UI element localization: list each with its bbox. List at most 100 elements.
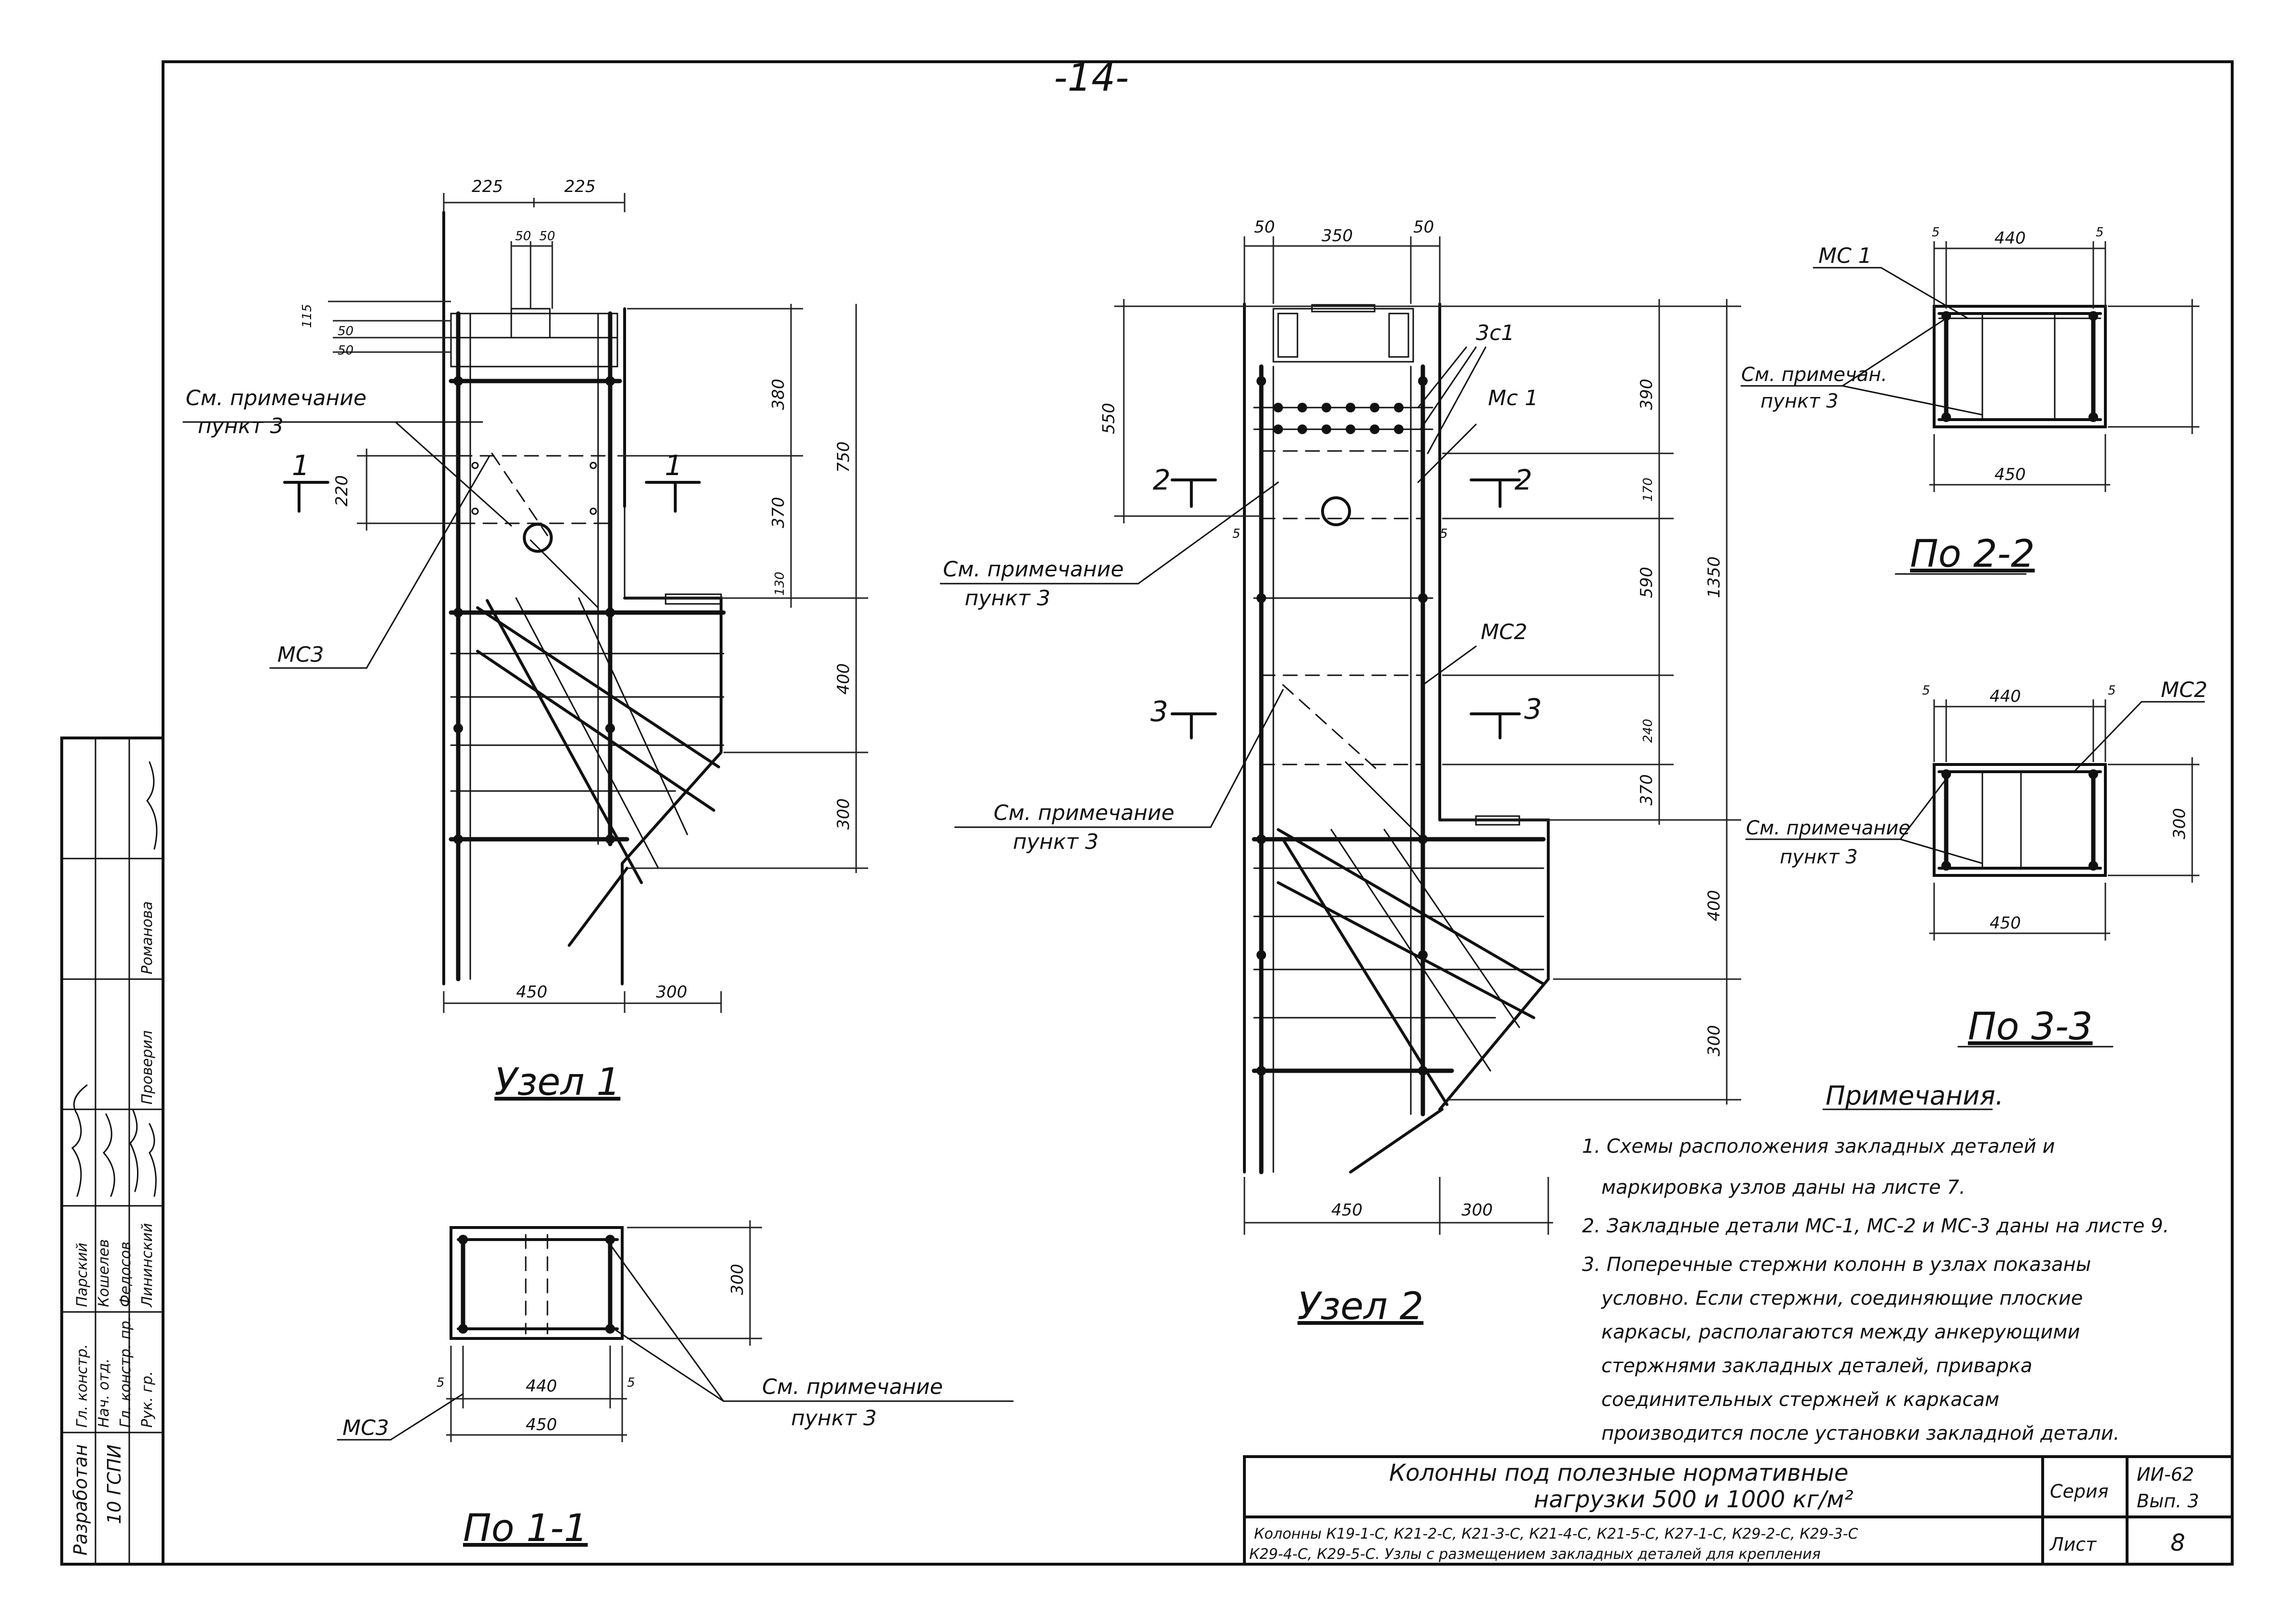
node2-dim-top-50a: 50 [1254, 218, 1275, 237]
node1-dim-left-220: 220 [332, 475, 352, 506]
subtitle-line2: К29-4-С, К29-5-С. Узлы с размещением зак… [1249, 1546, 1821, 1563]
stamp-name-3: Федосов [117, 1242, 134, 1307]
stamp-role-2: Нач. отд. [96, 1358, 112, 1428]
node1-dim-bottom-450: 450 [516, 983, 547, 1002]
note-line-4: 3. Поперечные стержни колонн в узлах пок… [1582, 1254, 2091, 1276]
series-value-2: Вып. 3 [2137, 1490, 2199, 1512]
sec33-dim-5b: 5 [2108, 683, 2116, 698]
node1-mark-mc3: МС3 [277, 642, 324, 667]
node2-drawing [940, 236, 1741, 1235]
node2-note1-line1: См. примечание [943, 557, 1124, 582]
sec11-drawing [337, 1220, 1014, 1442]
node1-note-line2: пункт 3 [198, 414, 284, 438]
sec11-dim-5a: 5 [437, 1376, 445, 1390]
node1-dim-bottom-300: 300 [656, 983, 687, 1002]
node2-dim-bottom-300: 300 [1461, 1201, 1493, 1220]
node2-dim-170: 170 [1641, 478, 1655, 502]
stamp-role-3: Гл. констр. пр. [117, 1316, 134, 1428]
note-line-9: производится после установки закладной д… [1601, 1422, 2119, 1445]
node1-section-mark-left: 1 [292, 449, 310, 482]
node2-section-2-left: 2 [1153, 464, 1171, 496]
sec11-mark-mc3: МС3 [342, 1416, 389, 1440]
note-line-2: маркировка узлов даны на листе 7. [1601, 1176, 1965, 1199]
node1-dim-left-50a: 50 [338, 324, 354, 339]
signature-4 [149, 1123, 157, 1197]
stamp-name-4: Лининский [139, 1223, 156, 1308]
signature-5 [146, 761, 158, 850]
stamp-name-1: Парский [74, 1242, 91, 1307]
sec33-note-line1: См. примечание [1746, 817, 1911, 839]
sec22-note-line2: пункт 3 [1760, 390, 1839, 412]
signature-3 [129, 1108, 139, 1192]
sec22-drawing [1740, 241, 2199, 575]
note-line-5: условно. Если стержни, соединяющие плоск… [1601, 1287, 2083, 1310]
series-value-1: ИИ-62 [2137, 1464, 2194, 1485]
stamp-checked-name: Романова [139, 901, 156, 975]
stamp-org: 10 ГСПИ [104, 1445, 125, 1524]
node2-section-2-right: 2 [1515, 464, 1532, 496]
node1-dim-left-115: 115 [300, 304, 314, 328]
node2-dim-390: 390 [1637, 379, 1656, 410]
note-line-6: каркасы, располагаются между анкерующими [1601, 1321, 2080, 1343]
title-block [1243, 1455, 2234, 1566]
node2-dim-top-350: 350 [1322, 226, 1353, 246]
sec33-drawing [1745, 699, 2205, 1048]
sec33-mark-mc2: МС2 [2161, 678, 2208, 702]
node2-dim-side-5a: 5 [1232, 527, 1241, 541]
sec33-dim-440: 440 [1990, 687, 2021, 706]
sec33-dim-300: 300 [2170, 808, 2189, 839]
notes-heading: Примечания. [1826, 1080, 2004, 1111]
subtitle-line1: Колонны К19-1-С, К21-2-С, К21-3-С, К21-4… [1254, 1526, 1858, 1542]
node1-dim-top-small-1: 50 [515, 229, 531, 244]
node2-note1-line2: пункт 3 [965, 586, 1051, 611]
sec11-dim-450: 450 [526, 1415, 557, 1434]
node2-section-3-right: 3 [1524, 693, 1542, 725]
sec33-title: По 3-3 [1968, 1005, 2093, 1049]
node1-dim-left-50b: 50 [338, 343, 354, 358]
sec11-note-line1: См. примечание [762, 1375, 943, 1399]
sheet-value: 8 [2170, 1529, 2185, 1556]
node2-dim-590: 590 [1637, 567, 1656, 598]
node1-title: Узел 1 [494, 1061, 620, 1104]
node1-dim-300: 300 [834, 798, 853, 830]
stamp-role-4: Рук. гр. [139, 1371, 156, 1428]
sheet-label: Лист [2049, 1534, 2097, 1555]
sec22-dim-5b: 5 [2096, 225, 2104, 240]
sec33-dim-5a: 5 [1922, 683, 1930, 698]
node1-dim-400: 400 [834, 663, 853, 695]
sec11-dim-440: 440 [526, 1377, 557, 1396]
side-stamp [60, 737, 164, 1566]
sec22-note-line1: См. примечан. [1741, 364, 1887, 386]
note-line-1: 1. Схемы расположения закладных деталей … [1582, 1135, 2055, 1158]
node2-note2-line1: См. примечание [994, 801, 1174, 825]
node2-mark-mc1: Мс 1 [1488, 386, 1538, 410]
sec11-note-line2: пункт 3 [791, 1406, 877, 1431]
node2-mark-mc2: МС2 [1481, 620, 1528, 644]
note-line-3: 2. Закладные детали МС-1, МС-2 и МС-3 да… [1582, 1215, 2169, 1237]
title-line2: нагрузки 500 и 1000 кг/м² [1534, 1486, 1853, 1513]
node2-dim-240: 240 [1641, 719, 1655, 743]
page-number: -14- [1054, 56, 1129, 100]
note-line-8: соединительных стержней к каркасам [1601, 1389, 1999, 1411]
sec33-note-line2: пункт 3 [1780, 846, 1858, 868]
node1-dim-top-1: 225 [472, 177, 503, 196]
node2-dim-370: 370 [1637, 774, 1656, 805]
node1-dim-top-2: 225 [564, 177, 596, 196]
signature-1 [71, 1084, 88, 1197]
title-line1: Колонны под полезные нормативные [1389, 1460, 1848, 1487]
node1-note-line1: См. примечание [186, 386, 367, 410]
node2-dim-1350: 1350 [1705, 556, 1724, 598]
node2-mark-3c1: 3с1 [1476, 321, 1515, 345]
node2-section-3-left: 3 [1150, 695, 1168, 728]
stamp-name-2: Кошелев [96, 1239, 112, 1307]
node1-dim-top-small-2: 50 [539, 229, 555, 244]
series-label: Серия [2050, 1481, 2109, 1502]
node2-dim-550: 550 [1099, 403, 1119, 434]
sec22-title: По 2-2 [1910, 532, 2035, 576]
node2-dim-side-5b: 5 [1440, 527, 1448, 541]
sec22-mark-mc1: МС 1 [1818, 244, 1872, 268]
node2-dim-bottom-450: 450 [1331, 1201, 1363, 1220]
node2-dim-300: 300 [1705, 1025, 1724, 1056]
node1-dim-370: 370 [769, 497, 788, 528]
